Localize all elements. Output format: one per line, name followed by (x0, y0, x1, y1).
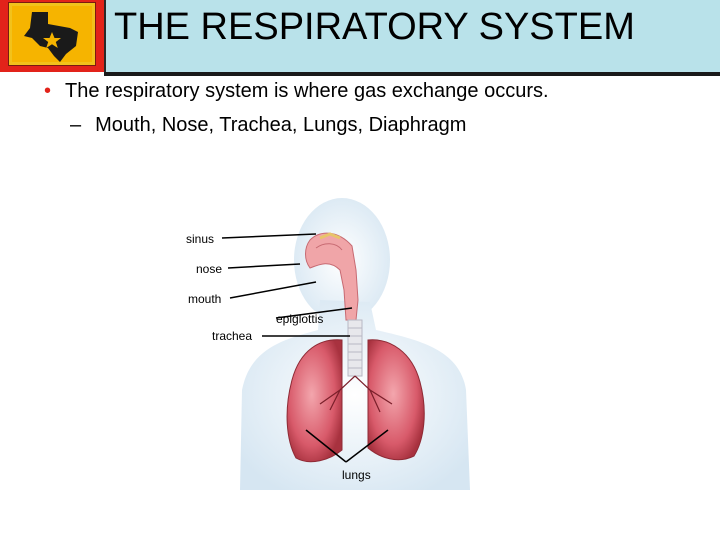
bullet-sub-text: Mouth, Nose, Trachea, Lungs, Diaphragm (95, 114, 466, 136)
bullet-main-text: The respiratory system is where gas exch… (65, 80, 549, 102)
page-title: THE RESPIRATORY SYSTEM (114, 6, 635, 49)
respiratory-diagram: sinus nose mouth epiglottis trachea lung… (170, 190, 530, 500)
logo (0, 0, 104, 72)
label-epiglottis: epiglottis (276, 312, 323, 326)
bullet-item-main: • The respiratory system is where gas exc… (44, 80, 549, 103)
trachea-tube (348, 320, 362, 376)
label-mouth: mouth (188, 292, 221, 306)
label-lungs: lungs (342, 468, 371, 482)
label-nose: nose (196, 262, 222, 276)
bullet-item-sub: –Mouth, Nose, Trachea, Lungs, Diaphragm (70, 114, 466, 137)
label-trachea: trachea (212, 329, 252, 343)
respiratory-illustration (170, 190, 530, 500)
label-sinus: sinus (186, 232, 214, 246)
title-divider (104, 72, 720, 76)
texas-star-icon (8, 2, 96, 66)
bullet-icon: • (44, 80, 51, 102)
title-bar: THE RESPIRATORY SYSTEM (104, 0, 720, 72)
dash-icon: – (70, 114, 81, 136)
